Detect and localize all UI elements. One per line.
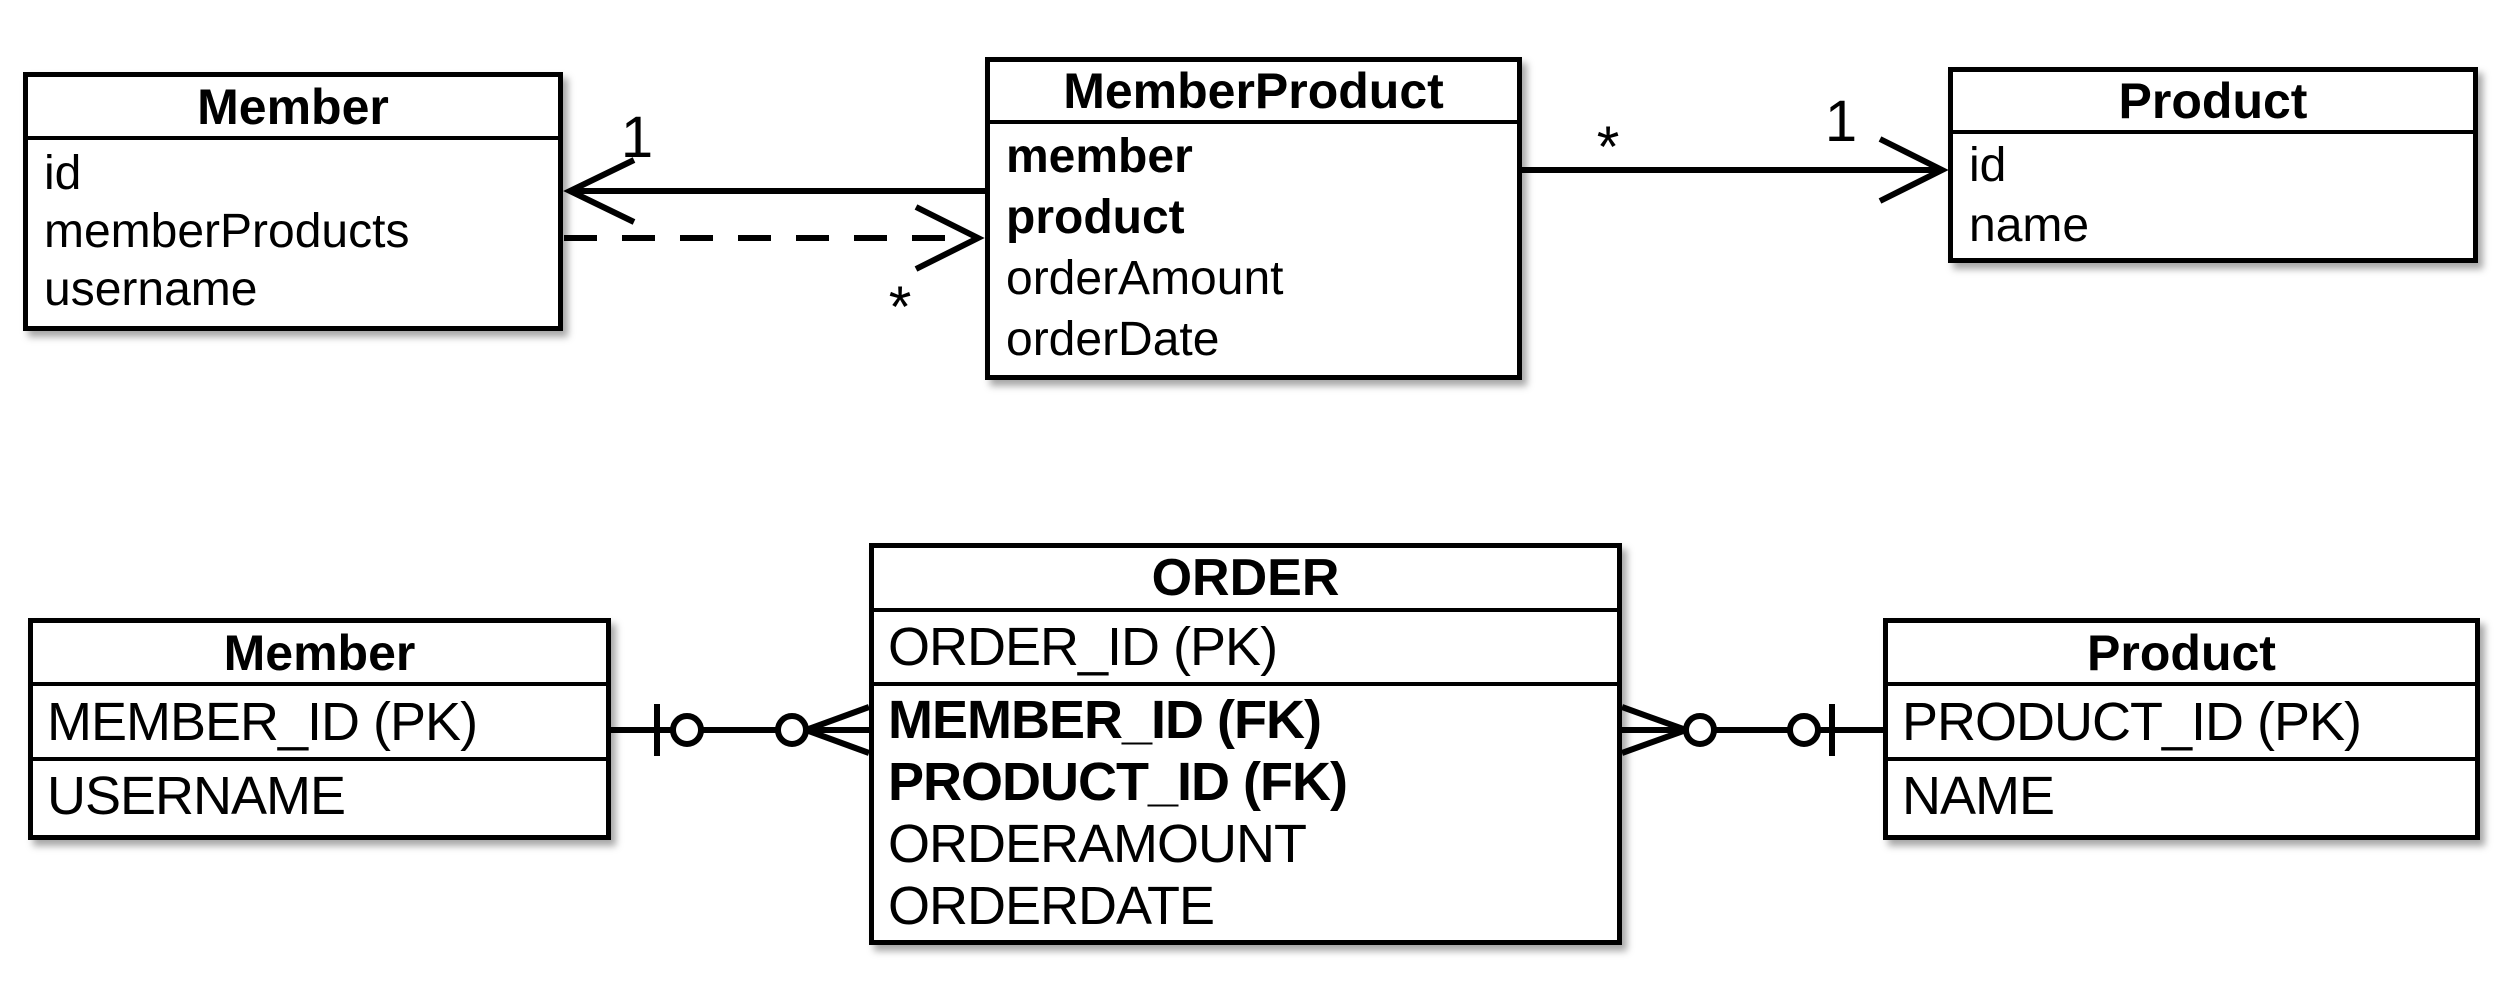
uml-attribute: member	[1006, 130, 1193, 183]
uml-class-memberproduct-attributes: member product orderAmount orderDate	[990, 124, 1517, 370]
open-arrowhead-right-icon	[1878, 136, 1949, 204]
optional-circle-icon	[1787, 713, 1821, 747]
er-column-fk: MEMBER_ID (FK)	[888, 690, 1322, 750]
er-entity-product-title: Product	[1888, 623, 2475, 686]
crowsfoot-prong-icon	[804, 704, 871, 733]
uml-class-product-title: Product	[1953, 72, 2473, 134]
er-entity-member: Member MEMBER_ID (PK) USERNAME	[28, 618, 611, 840]
er-column-pk: ORDER_ID (PK)	[874, 612, 1617, 686]
er-column: USERNAME	[47, 765, 346, 826]
crowsfoot-prong-icon	[804, 727, 871, 756]
er-column-pk: PRODUCT_ID (PK)	[1888, 686, 2475, 761]
er-entity-order: ORDER ORDER_ID (PK) MEMBER_ID (FK) PRODU…	[869, 543, 1622, 945]
er-entity-order-columns: MEMBER_ID (FK) PRODUCT_ID (FK) ORDERAMOU…	[874, 686, 1617, 937]
optional-circle-icon	[775, 713, 809, 747]
multiplicity-label-dependency-many: *	[888, 275, 912, 340]
multiplicity-label-order-many: *	[1596, 115, 1620, 180]
er-entity-order-title: ORDER	[874, 548, 1617, 612]
uml-class-member: Member id memberProducts username	[23, 72, 563, 331]
crowsfoot-prong-icon	[1620, 727, 1688, 756]
multiplicity-label-member-one: 1	[620, 105, 654, 170]
uml-class-product-attributes: id name	[1953, 134, 2473, 256]
crowsfoot-prong-icon	[1620, 704, 1688, 733]
uml-class-memberproduct-title: MemberProduct	[990, 62, 1517, 124]
er-column-pk: MEMBER_ID (PK)	[33, 686, 606, 761]
er-entity-product: Product PRODUCT_ID (PK) NAME	[1883, 618, 2480, 840]
uml-class-product: Product id name	[1948, 67, 2478, 263]
uml-class-memberproduct: MemberProduct member product orderAmount…	[985, 57, 1522, 380]
uml-class-member-title: Member	[28, 77, 558, 140]
multiplicity-label-product-one: 1	[1824, 89, 1858, 154]
uml-attribute: product	[1006, 191, 1185, 244]
er-column: NAME	[1902, 765, 2055, 826]
uml-attribute: id	[1969, 139, 2007, 192]
er-column: ORDERAMOUNT	[888, 814, 1307, 874]
optional-circle-icon	[1683, 713, 1717, 747]
er-column: ORDERDATE	[888, 876, 1215, 936]
association-memberproduct-to-product	[1522, 136, 1949, 204]
uml-attribute: name	[1969, 199, 2090, 252]
er-entity-member-title: Member	[33, 623, 606, 686]
uml-attribute: orderDate	[1006, 313, 1220, 366]
uml-attribute: id	[44, 147, 82, 200]
dependency-member-to-memberproduct	[564, 204, 985, 272]
crowsfoot-connector-member-order	[610, 704, 871, 756]
uml-attribute: orderAmount	[1006, 252, 1284, 305]
uml-attribute: memberProducts	[44, 205, 410, 258]
crowsfoot-connector-order-product	[1620, 704, 1883, 756]
open-arrowhead-right-icon	[914, 204, 985, 272]
optional-circle-icon	[670, 713, 704, 747]
er-column-fk: PRODUCT_ID (FK)	[888, 752, 1348, 812]
uml-class-member-attributes: id memberProducts username	[28, 140, 558, 319]
uml-attribute: username	[44, 263, 258, 316]
